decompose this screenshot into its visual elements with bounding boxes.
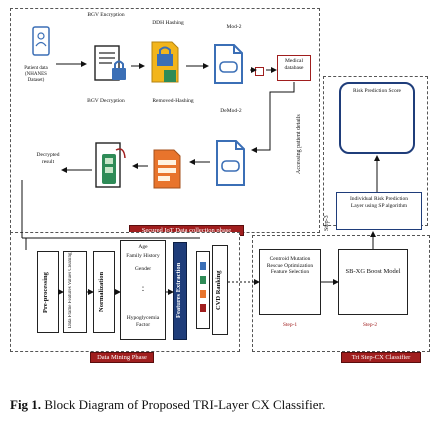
step1-label: Step-1 — [282, 322, 298, 328]
individual-risk-label: Individual Risk Prediction Layer using S… — [349, 196, 409, 209]
patient-data-label: Patient data (NHANES Dataset) — [24, 66, 48, 83]
encrypted-document-icon — [92, 44, 130, 86]
decryption-document-icon — [94, 140, 128, 192]
feature-family-history: Family History — [126, 253, 160, 259]
feature-ellipsis: : — [141, 283, 145, 293]
medical-database-label: Medical database — [284, 58, 304, 71]
removed-hashing-icon — [150, 146, 184, 192]
data-mining-phase-label: Data Mining Phase — [90, 352, 154, 363]
ranking-icons — [198, 262, 208, 322]
sb-xg-boost-label: SB-XG Boost Model — [345, 268, 401, 275]
risk-prediction-score-box — [339, 82, 415, 154]
risk-prediction-score-label: Risk Prediction Score — [353, 88, 401, 94]
demod2-label: DeMod-2 — [220, 108, 242, 114]
decrypted-result-label: Decrypted result — [36, 152, 60, 165]
feature-age: Age — [138, 244, 148, 250]
features-list-box — [120, 240, 166, 340]
sb-xg-boost-box — [338, 249, 408, 315]
hashing-document-icon — [148, 38, 182, 86]
ddh-hashing-label: DDH Hashing — [152, 20, 184, 26]
cvd-ranking-box — [212, 245, 228, 335]
demod2-document-icon — [214, 138, 248, 188]
medical-database-box — [277, 55, 311, 81]
tri-step-classifier-label: Tri Step-CX Classifier — [341, 352, 421, 363]
figure-caption: Fig 1. Block Diagram of Proposed TRI-Lay… — [10, 397, 435, 413]
feature-hypoglycemia: Hypoglycemia Factor — [126, 315, 160, 328]
figure-caption-prefix: Fig 1. — [10, 397, 42, 412]
feature-selection-box — [259, 249, 321, 315]
feature-selection-label: Centroid Mutation Rescue Optimization Fe… — [266, 256, 314, 275]
mod2-document-icon — [212, 42, 246, 86]
removed-hashing-label: Removed-Hashing — [152, 98, 194, 104]
patient-tablet-icon — [32, 26, 50, 56]
figure-caption-text: Block Diagram of Proposed TRI-Layer CX C… — [44, 397, 326, 412]
step2-label: Step-2 — [362, 322, 378, 328]
bgv-encryption-label: BGV Encryption — [87, 12, 125, 18]
feature-gender: Gender — [134, 266, 152, 272]
individual-risk-box — [336, 192, 422, 230]
bgv-decryption-label: BGV Decryption — [87, 98, 125, 104]
mod2-label: Mod-2 — [226, 24, 242, 30]
